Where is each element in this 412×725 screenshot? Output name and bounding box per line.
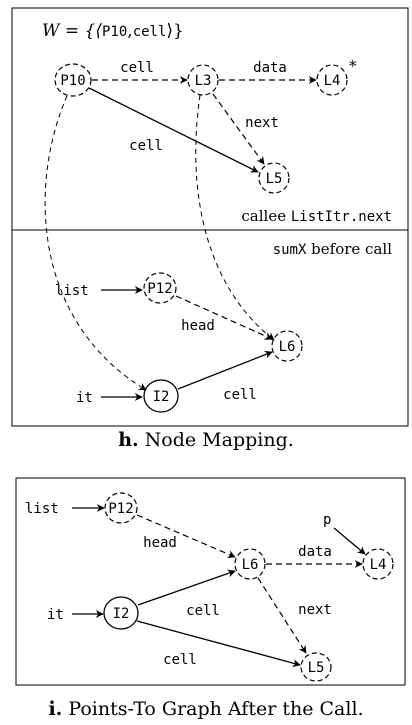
node-l6-label: L6 xyxy=(279,339,296,355)
edge-l3-l5 xyxy=(212,93,265,165)
node-l5-i-label: L5 xyxy=(308,660,325,676)
node-p10-shape xyxy=(54,63,92,97)
node-p12-shape xyxy=(143,272,177,304)
edge-p-l4-i xyxy=(333,527,366,555)
node-p10: P10 xyxy=(54,63,92,97)
node-p12-upper: P12 xyxy=(143,272,177,304)
node-i2-shape xyxy=(143,379,179,413)
node-l6-i-shape xyxy=(234,548,266,580)
edge-p12-l6-h xyxy=(175,295,273,340)
edge-p12-l6-i xyxy=(136,514,236,558)
edge-i2-l6-h-label: cell xyxy=(223,387,257,403)
edge-i2-l5-i xyxy=(136,620,301,667)
var-p-i: p xyxy=(323,512,331,528)
node-i2-upper: I2 xyxy=(143,379,179,413)
node-l5-label: L5 xyxy=(266,171,283,187)
var-it-i: it xyxy=(47,607,64,623)
node-l5-shape xyxy=(258,162,290,194)
node-l6-i-label: L6 xyxy=(242,557,259,573)
edge-l6-l5-i-label: next xyxy=(298,602,332,618)
edge-l6-l5-i xyxy=(257,577,307,654)
node-l4-escape-mark: * xyxy=(349,57,357,75)
node-p12-lower: P12 xyxy=(104,492,138,524)
var-list-h: list xyxy=(55,283,89,299)
node-p12-i-shape xyxy=(104,492,138,524)
node-i2-i-label: I2 xyxy=(113,606,130,622)
panel-h-frame xyxy=(11,7,409,427)
panel-i-frame xyxy=(15,477,406,686)
var-list-i: list xyxy=(25,501,59,517)
node-l4-i-shape xyxy=(362,548,394,580)
node-l5-i-shape xyxy=(300,652,332,682)
edge-i2-l5-i-label: cell xyxy=(163,652,197,668)
caption-i: i. Points-To Graph After the Call. xyxy=(48,698,363,720)
mapping-p10-i2 xyxy=(44,95,147,391)
node-l6-lower: L6 xyxy=(234,548,266,580)
node-p12-label: P12 xyxy=(147,281,172,297)
node-i2-i-shape xyxy=(103,596,139,630)
edge-p12-l6-h-label: head xyxy=(181,318,215,334)
callee-label: callee ListItr.next xyxy=(241,207,392,225)
edge-i2-l6-i-label: cell xyxy=(186,603,220,619)
points-to-formula: W = {⟨P10,cell⟩} xyxy=(42,21,184,41)
node-i2-label: I2 xyxy=(153,389,170,405)
node-l5-upper: L5 xyxy=(258,162,290,194)
edge-i2-l6-h xyxy=(177,350,273,390)
edge-l3-l4-label: data xyxy=(253,60,287,76)
node-l3-shape xyxy=(187,64,219,96)
node-l4-upper: L4 * xyxy=(316,57,357,96)
node-l3-label: L3 xyxy=(195,73,212,89)
mapping-l3-l6 xyxy=(195,94,275,341)
node-l4-lower: L4 xyxy=(362,548,394,580)
node-p10-label: P10 xyxy=(60,73,85,89)
edge-p10-l5-label: cell xyxy=(129,138,163,154)
node-l4-label: L4 xyxy=(324,73,341,89)
node-l5-lower: L5 xyxy=(300,652,332,682)
edge-l6-l4-i-label: data xyxy=(298,544,332,560)
caller-label: sumX before call xyxy=(273,240,393,258)
node-l4-shape xyxy=(316,64,348,96)
node-p12-i-label: P12 xyxy=(108,501,133,517)
caption-h: h. Node Mapping. xyxy=(118,429,294,451)
edge-p10-l5 xyxy=(88,87,259,173)
edge-l3-l5-label: next xyxy=(245,115,279,131)
node-l6-shape xyxy=(271,330,303,362)
edge-p12-l6-i-label: head xyxy=(143,535,177,551)
var-it-h: it xyxy=(76,390,93,406)
node-l6-upper: L6 xyxy=(271,330,303,362)
node-i2-lower: I2 xyxy=(103,596,139,630)
edge-i2-l6-i xyxy=(137,569,236,606)
node-l3: L3 xyxy=(187,64,219,96)
edge-p10-l3-label: cell xyxy=(120,60,154,76)
node-l4-i-label: L4 xyxy=(370,557,387,573)
